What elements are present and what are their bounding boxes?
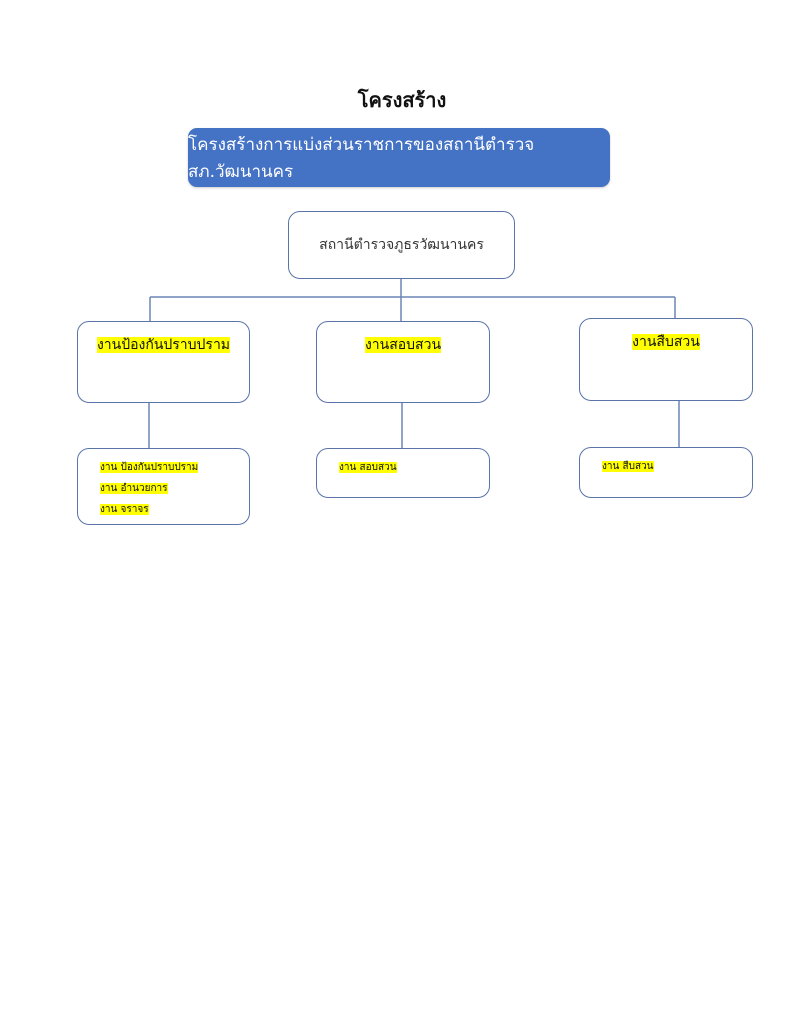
division-node-inquiry: งานสอบสวน: [316, 321, 490, 403]
sub-item: งาน สอบสวน: [339, 462, 397, 473]
structure-banner: โครงสร้างการแบ่งส่วนราชการของสถานีตำรวจ …: [188, 128, 610, 187]
page-title: โครงสร้าง: [357, 88, 447, 112]
division-label: งานสอบสวน: [364, 337, 442, 353]
sub-node-investigation: งาน สืบสวน: [579, 447, 753, 498]
root-node-station: สถานีตำรวจภูธรวัฒนานคร: [288, 211, 515, 279]
sub-item: งาน จราจร: [100, 504, 149, 515]
division-node-prevention: งานป้องกันปราบปราม: [77, 321, 250, 403]
sub-item: งาน ป้องกันปราบปราม: [100, 462, 199, 473]
division-label: งานป้องกันปราบปราม: [96, 337, 231, 353]
sub-item: งาน อำนวยการ: [100, 483, 168, 494]
sub-item: งาน สืบสวน: [602, 461, 654, 472]
division-node-investigation: งานสืบสวน: [579, 318, 753, 401]
division-label: งานสืบสวน: [632, 334, 700, 350]
sub-node-prevention: งาน ป้องกันปราบปราม งาน อำนวยการ งาน จรา…: [77, 448, 250, 525]
sub-node-inquiry: งาน สอบสวน: [316, 448, 490, 498]
